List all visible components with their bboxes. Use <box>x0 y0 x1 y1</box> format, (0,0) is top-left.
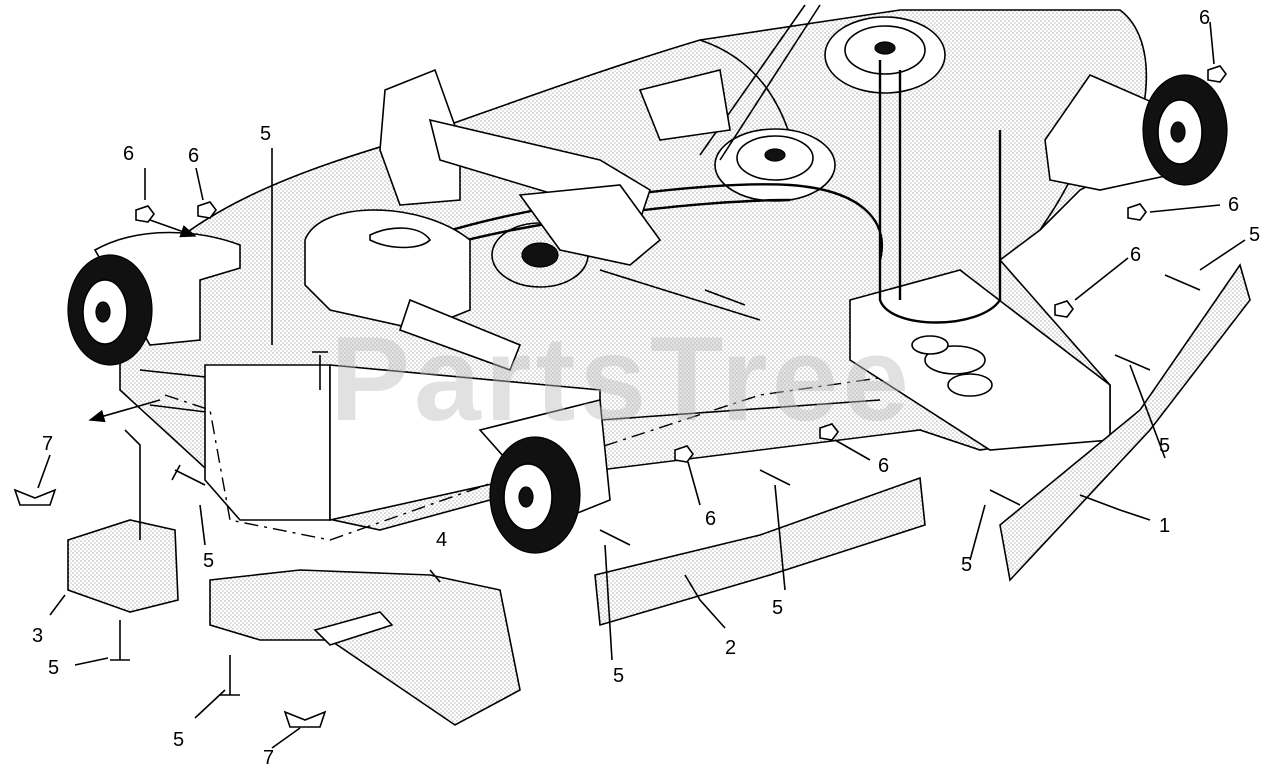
hardware <box>13 65 1227 728</box>
lift-linkage <box>379 68 761 372</box>
mower-deck-shell <box>119 9 1148 541</box>
belt-and-pulley-assembly <box>419 4 1002 324</box>
callout-6: 6 <box>878 455 889 477</box>
center-front-wheel <box>478 398 611 554</box>
deck-support-bracket <box>849 269 1111 451</box>
callout-7: 7 <box>42 433 53 455</box>
callout-5: 5 <box>613 665 624 687</box>
part-4-shield <box>209 569 521 726</box>
callout-5: 5 <box>173 729 184 751</box>
right-rear-wheel <box>1044 74 1228 191</box>
callout-2: 2 <box>725 637 736 659</box>
callout-4: 4 <box>436 529 447 551</box>
part-2-shield <box>594 476 926 627</box>
callout-6: 6 <box>1228 194 1239 216</box>
callout-6: 6 <box>705 508 716 530</box>
callout-5: 5 <box>1249 224 1260 246</box>
callout-5: 5 <box>1159 435 1170 457</box>
callout-5: 5 <box>48 657 59 679</box>
part-3-shield <box>67 429 179 613</box>
left-rear-wheel <box>67 231 241 366</box>
part-1-shield <box>999 263 1251 582</box>
callout-6: 6 <box>1199 7 1210 29</box>
callout-6: 6 <box>123 143 134 165</box>
belt-cover <box>304 209 471 331</box>
callout-5: 5 <box>961 554 972 576</box>
leader-lines <box>37 21 1246 749</box>
callout-5: 5 <box>260 123 271 145</box>
callout-7: 7 <box>263 747 274 769</box>
callout-3: 3 <box>32 625 43 647</box>
callout-5: 5 <box>203 550 214 572</box>
watermark: PartsTree <box>330 312 913 446</box>
callout-6: 6 <box>188 145 199 167</box>
callout-6: 6 <box>1130 244 1141 266</box>
callout-labels: 1 2 3 4 5 5 5 5 5 5 5 5 5 6 6 6 6 6 6 6 … <box>32 7 1260 769</box>
callout-1: 1 <box>1159 515 1170 537</box>
callout-5: 5 <box>772 597 783 619</box>
